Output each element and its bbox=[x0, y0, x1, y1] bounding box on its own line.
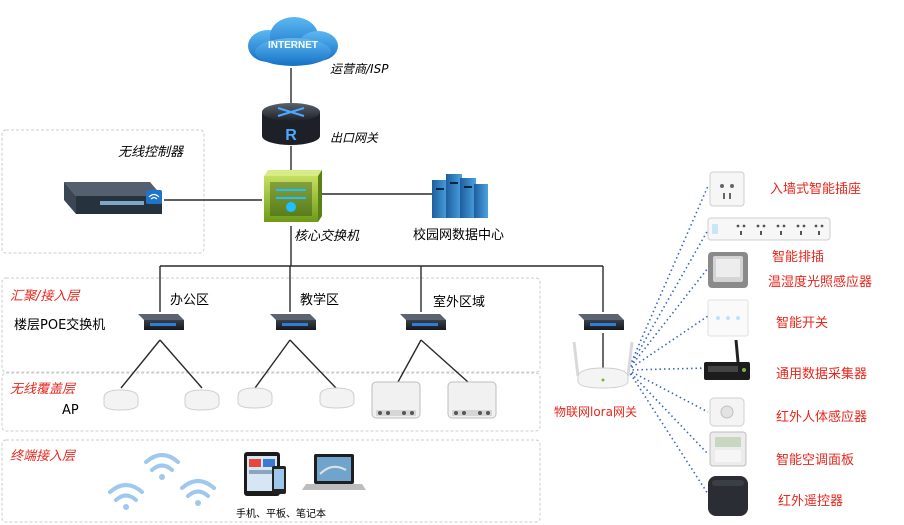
laptop-icon bbox=[302, 454, 366, 490]
teaching-label: 教学区 bbox=[300, 293, 340, 308]
ap-label: AP bbox=[62, 403, 79, 418]
isp-label: 运营商/ISP bbox=[330, 62, 389, 76]
datacenter-servers-icon bbox=[432, 174, 488, 218]
wireless-controller-icon bbox=[64, 182, 162, 214]
router-letter: R bbox=[285, 127, 297, 144]
ir-remote-icon bbox=[708, 476, 748, 516]
ap-icon bbox=[319, 387, 355, 409]
iot-device-label: 智能空调面板 bbox=[776, 453, 855, 468]
wireless-layer-label: 无线覆盖层 bbox=[10, 382, 76, 397]
outdoor-ap-icon bbox=[371, 381, 421, 419]
sensor-panel-icon bbox=[708, 252, 748, 288]
infrared-body-sensor-icon bbox=[709, 397, 745, 427]
wifi-icon bbox=[108, 483, 144, 510]
wall-socket-icon bbox=[709, 171, 745, 207]
iot-device-label: 温湿度光照感应器 bbox=[768, 275, 873, 290]
wifi-icon bbox=[180, 479, 216, 506]
iot-device-label: 入墙式智能插座 bbox=[770, 182, 862, 197]
lora-switch-icon bbox=[578, 314, 624, 330]
data-collector-icon bbox=[704, 339, 750, 380]
internet-label: INTERNET bbox=[268, 40, 318, 51]
outdoor-label: 室外区域 bbox=[433, 295, 486, 310]
controller-region bbox=[1, 129, 205, 254]
lora-gateway-icon bbox=[572, 341, 634, 389]
datacenter-label: 校园网数据中心 bbox=[413, 228, 505, 243]
terminals-label: 手机、平板、笔记本 bbox=[236, 509, 326, 520]
floor-switch-label: 楼层POE交换机 bbox=[14, 318, 106, 333]
connection-lines bbox=[120, 68, 604, 389]
terminal-layer-region bbox=[1, 439, 541, 523]
iot-device-label: 红外人体感应器 bbox=[776, 410, 868, 425]
tablet-icon bbox=[244, 452, 280, 496]
gateway-label: 出口网关 bbox=[330, 131, 379, 145]
ap-icon bbox=[103, 389, 139, 411]
phone-icon bbox=[272, 466, 286, 494]
iot-device-label: 智能排插 bbox=[772, 250, 825, 265]
terminal-layer-label: 终端接入层 bbox=[10, 449, 76, 464]
ap-icon bbox=[237, 387, 273, 409]
outdoor-ap-icon bbox=[447, 381, 497, 419]
aggregation-layer-region bbox=[1, 277, 541, 373]
teaching-switch-icon bbox=[270, 314, 316, 330]
office-label: 办公区 bbox=[170, 293, 210, 308]
internet-cloud-icon: INTERNET bbox=[248, 17, 338, 66]
iot-device-label: 通用数据采集器 bbox=[776, 367, 868, 382]
lora-gateway-label: 物联网lora网关 bbox=[554, 405, 637, 419]
aggregation-layer-label: 汇聚/接入层 bbox=[10, 289, 80, 304]
ap-icon bbox=[184, 389, 220, 411]
iot-device-label: 红外遥控器 bbox=[778, 494, 844, 509]
wireless-layer-region bbox=[1, 372, 541, 432]
iot-links bbox=[627, 185, 709, 495]
office-switch-icon bbox=[138, 314, 184, 330]
iot-device-label: 智能开关 bbox=[776, 316, 829, 331]
core-switch-label: 核心交换机 bbox=[294, 229, 360, 244]
power-strip-icon bbox=[707, 217, 831, 241]
wireless-controller-label: 无线控制器 bbox=[118, 145, 184, 160]
outdoor-switch-icon bbox=[400, 314, 446, 330]
smart-switch-icon bbox=[707, 299, 749, 337]
core-switch-icon bbox=[264, 170, 322, 222]
ac-panel-icon bbox=[709, 431, 747, 467]
wifi-icon bbox=[144, 453, 180, 480]
router-icon: R bbox=[262, 103, 320, 145]
